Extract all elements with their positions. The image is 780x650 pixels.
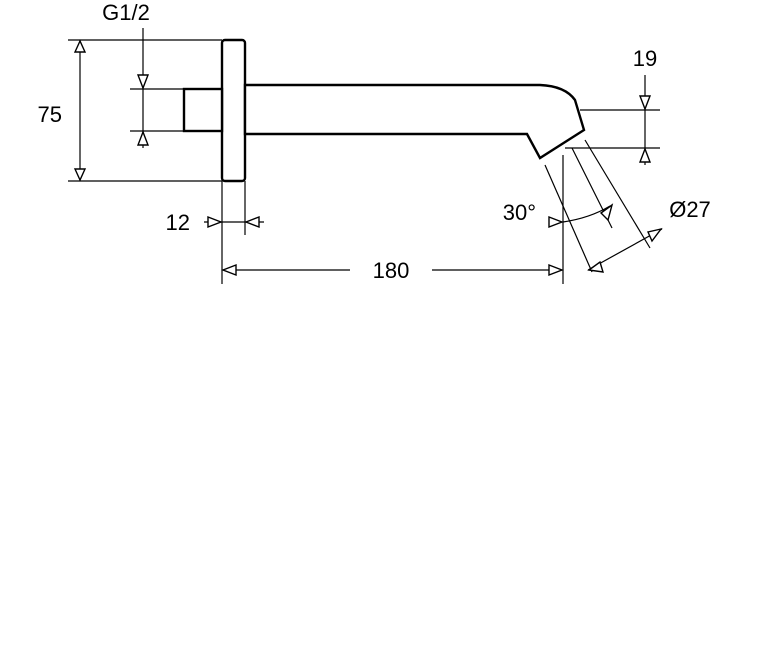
thread-connector [182,87,224,133]
angle-label: 30° [503,200,536,225]
height-label: 75 [38,102,62,127]
outlet-small-label: 19 [633,46,657,71]
outlet-diameter-label: Ø27 [669,197,711,222]
length-label: 180 [373,258,410,283]
thread-label: G1/2 [102,0,150,25]
wall-flange [220,38,247,183]
spout-body [243,83,586,160]
length-dimension: 180 [221,155,564,284]
flange-depth-dimension: 12 [166,181,264,284]
thread-dimension: G1/2 [102,0,184,148]
angle-dimension: 30° [503,147,614,273]
outlet-small-dimension: 19 [565,46,660,165]
outlet-diameter-dimension: Ø27 [584,139,711,273]
flange-depth-label: 12 [166,210,190,235]
height-dimension: 75 [38,39,222,182]
